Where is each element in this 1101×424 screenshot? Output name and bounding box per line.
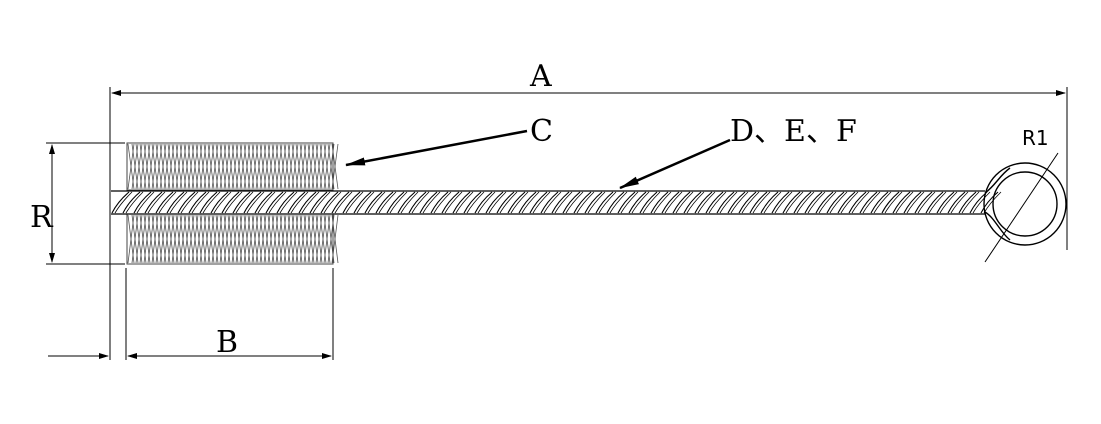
label-b: B [216, 325, 238, 360]
label-a: A [529, 59, 552, 94]
r1-leader-line [984, 152, 1059, 263]
leader-c-arrow [345, 129, 528, 167]
wire-eye-loop [983, 162, 1067, 246]
brush-bristles [127, 143, 339, 264]
dimension-r [46, 142, 125, 265]
leader-def-arrow [619, 138, 731, 190]
bristles-upper-outline [126, 142, 334, 191]
label-def: D、E、F [730, 114, 857, 149]
label-r: R [30, 200, 54, 235]
dimension-a [109, 87, 1068, 360]
label-r1: R1 [1022, 126, 1049, 150]
bristles-lower-outline [126, 213, 334, 265]
label-c: C [530, 114, 553, 149]
dimension-b [48, 268, 334, 360]
twisted-wire-stem [111, 191, 1002, 214]
